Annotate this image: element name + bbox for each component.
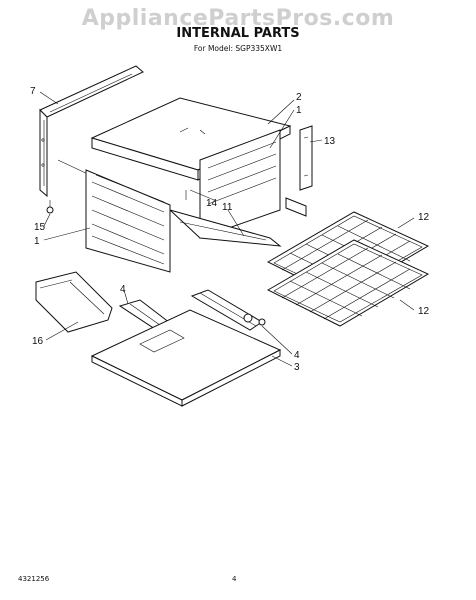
callout-1a: 1 xyxy=(296,105,302,116)
leader-1b xyxy=(43,227,91,241)
leader-4b xyxy=(261,325,293,355)
callout-15: 15 xyxy=(34,222,46,233)
callout-12b: 12 xyxy=(418,306,430,317)
leader-14 xyxy=(189,189,215,201)
leader-16 xyxy=(45,321,79,341)
callout-4a: 4 xyxy=(120,284,126,295)
diagram-title: INTERNAL PARTS xyxy=(176,26,300,41)
part-12-oven-rack-lower xyxy=(266,239,430,327)
callout-13: 13 xyxy=(324,136,336,147)
callout-7: 7 xyxy=(30,86,36,97)
watermark-logo: AppliancePartsPros.com xyxy=(81,6,395,31)
page-number: 4 xyxy=(232,575,237,583)
leader-1a xyxy=(269,109,295,149)
part-4-burner-right xyxy=(190,289,266,331)
part-1-right-side-panel xyxy=(199,129,307,239)
part-16-kick-panel xyxy=(35,271,113,333)
callout-11: 11 xyxy=(222,202,233,213)
part-3-bottom-pan xyxy=(90,309,282,407)
callout-3: 3 xyxy=(294,362,300,373)
callout-2: 2 xyxy=(296,92,302,103)
part-11-oven-bottom xyxy=(169,190,282,247)
document-number: 4321256 xyxy=(18,575,50,583)
leader-15 xyxy=(43,213,51,227)
leader-2 xyxy=(267,99,295,125)
part-7-rear-panel xyxy=(39,65,144,198)
callout-12a: 12 xyxy=(418,212,430,223)
part-13-bracket xyxy=(299,125,313,191)
leader-3 xyxy=(271,355,293,367)
leader-12a xyxy=(397,217,415,229)
leader-7 xyxy=(39,91,59,105)
leader-11 xyxy=(227,209,245,237)
part-15-screw xyxy=(46,200,54,214)
part-1-left-side-panel xyxy=(85,169,171,273)
callout-14: 14 xyxy=(206,198,218,209)
callout-16: 16 xyxy=(32,336,44,347)
model-subtitle: For Model: SGP335XW1 xyxy=(193,44,283,53)
leader-4a xyxy=(123,289,129,305)
leader-13 xyxy=(309,139,323,143)
leader-12b xyxy=(399,299,415,311)
callout-4b: 4 xyxy=(294,350,300,361)
callout-1b: 1 xyxy=(34,236,40,247)
